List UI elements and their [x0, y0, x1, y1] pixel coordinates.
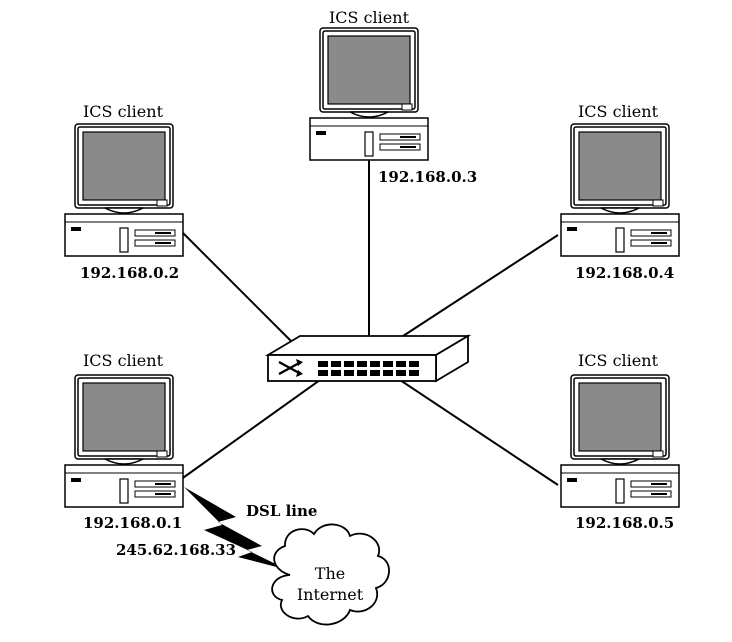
client-label: ICS client [83, 351, 164, 370]
switch-arrows-icon [278, 359, 303, 377]
client-label: ICS client [578, 351, 659, 370]
internet-label-line2: Internet [297, 585, 364, 604]
client-label: ICS client [578, 102, 659, 121]
client-computer-right-upper: ICS client 192.168.0.4 [560, 102, 680, 282]
client-computer-top: ICS client 192.168.0.3 [309, 8, 477, 186]
link-left-upper [179, 229, 296, 346]
client-ip: 192.168.0.1 [83, 514, 182, 532]
cloud-icon [271, 523, 390, 626]
client-ip: 192.168.0.4 [575, 264, 674, 282]
client-ip: 192.168.0.3 [378, 168, 477, 186]
client-ip: 192.168.0.2 [80, 264, 179, 282]
link-right-upper [399, 234, 559, 339]
dsl-label: DSL line [246, 502, 317, 520]
client-computer-left-lower: ICS client 192.168.0.1 245.62.168.33 [64, 351, 236, 559]
client-computer-right-lower: ICS client 192.168.0.5 [560, 351, 680, 532]
dsl-lightning-icon [184, 487, 288, 570]
link-left-lower [179, 379, 321, 481]
internet-label-line1: The [315, 564, 345, 583]
internet-cloud: The Internet [271, 523, 390, 626]
client-ip: 192.168.0.5 [575, 514, 674, 532]
computer-icon [64, 123, 184, 257]
computer-icon [64, 374, 184, 508]
switch-ports [318, 361, 419, 376]
client-label: ICS client [83, 102, 164, 121]
computer-icon [560, 123, 680, 257]
computer-icon [560, 374, 680, 508]
client-computer-left-upper: ICS client 192.168.0.2 [64, 102, 184, 282]
computer-icon [309, 27, 429, 161]
client-label: ICS client [329, 8, 410, 27]
network-switch [264, 334, 472, 383]
public-ip: 245.62.168.33 [116, 541, 236, 559]
link-right-lower [399, 379, 559, 486]
